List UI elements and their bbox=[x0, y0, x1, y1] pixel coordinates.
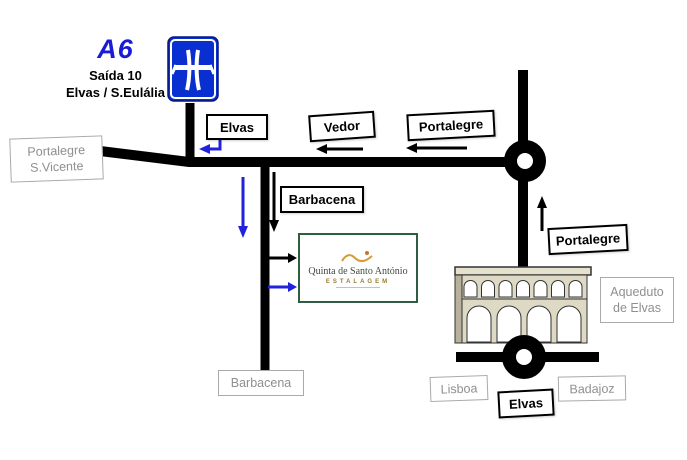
hotel-logo-box: Quinta de Santo António ESTALAGEM bbox=[298, 233, 418, 303]
arrow-route-to-hotel-icon bbox=[268, 282, 297, 292]
arrow-route-down-icon bbox=[238, 177, 248, 238]
highway-exit: Saída 10 bbox=[89, 68, 142, 83]
arrow-to-hotel-icon bbox=[268, 253, 297, 263]
sign-elvas-bottom: Elvas bbox=[497, 388, 555, 419]
hotel-name: Quinta de Santo António bbox=[308, 266, 408, 277]
sign-portalegre-top: Portalegre bbox=[406, 109, 496, 142]
blue-arrows bbox=[199, 122, 297, 292]
sign-portalegre-svicente: Portalegre S.Vicente bbox=[9, 135, 104, 183]
arrow-barbacena-down-icon bbox=[269, 172, 279, 232]
arrow-portalegre-left-icon bbox=[406, 143, 467, 153]
sign-lisboa: Lisboa bbox=[429, 374, 489, 403]
arrow-vedor-left-icon bbox=[316, 144, 363, 154]
sign-aqueduto-de-elvas: Aqueduto de Elvas bbox=[600, 277, 674, 323]
sign-barbacena-mid: Barbacena bbox=[280, 186, 364, 213]
hotel-logo-rule bbox=[336, 287, 380, 288]
highway-header: A6 Saída 10 Elvas / S.Eulália bbox=[38, 34, 193, 100]
sign-vedor: Vedor bbox=[308, 110, 376, 143]
roundabout-top-icon bbox=[504, 140, 546, 182]
arrow-portalegre-up-icon bbox=[537, 196, 547, 231]
sign-elvas-top: Elvas bbox=[206, 114, 268, 140]
black-arrows bbox=[268, 143, 547, 263]
hotel-subtitle: ESTALAGEM bbox=[325, 279, 391, 285]
sign-portalegre-right: Portalegre bbox=[547, 223, 629, 256]
sign-badajoz: Badajoz bbox=[557, 375, 627, 402]
hotel-logo-mark-icon bbox=[341, 251, 373, 262]
main-road bbox=[99, 146, 516, 167]
roundabout-bottom-icon bbox=[502, 335, 546, 379]
aqueduct-icon bbox=[454, 266, 592, 344]
sign-barbacena-bottom: Barbacena bbox=[218, 370, 304, 396]
motorway-sign-icon bbox=[167, 36, 219, 102]
highway-code: A6 bbox=[97, 34, 134, 64]
highway-destinations: Elvas / S.Eulália bbox=[66, 85, 165, 100]
